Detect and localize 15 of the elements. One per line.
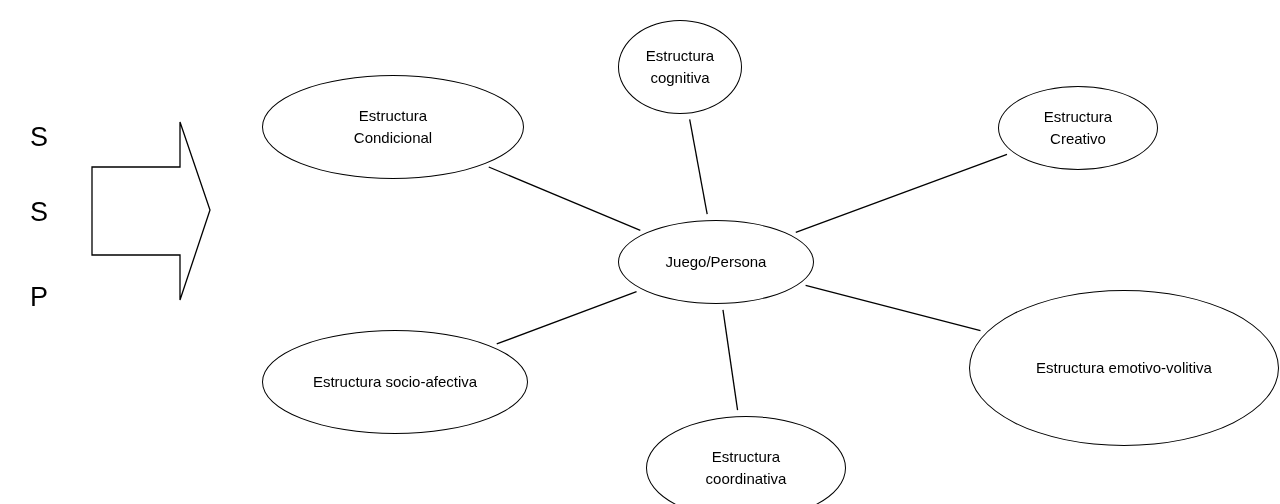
node-label: Estructura coordinativa — [704, 447, 788, 489]
node-label: Estructura cognitiva — [644, 46, 716, 88]
node-label: Estructura Creativo — [1042, 107, 1114, 149]
side-letter: S — [30, 122, 48, 153]
connector-line — [496, 291, 638, 345]
node-label: Estructura socio-afectiva — [312, 372, 478, 393]
connector-line — [689, 118, 708, 215]
node-label: Estructura Condicional — [352, 106, 434, 148]
connector-line — [795, 153, 1008, 234]
side-letter: S — [30, 197, 48, 228]
node-label: Juego/Persona — [665, 252, 767, 273]
node-label: Estructura emotivo-volitiva — [1036, 358, 1212, 379]
connector-line — [488, 166, 641, 231]
side-letter: P — [30, 282, 48, 313]
connector-line — [722, 309, 739, 411]
